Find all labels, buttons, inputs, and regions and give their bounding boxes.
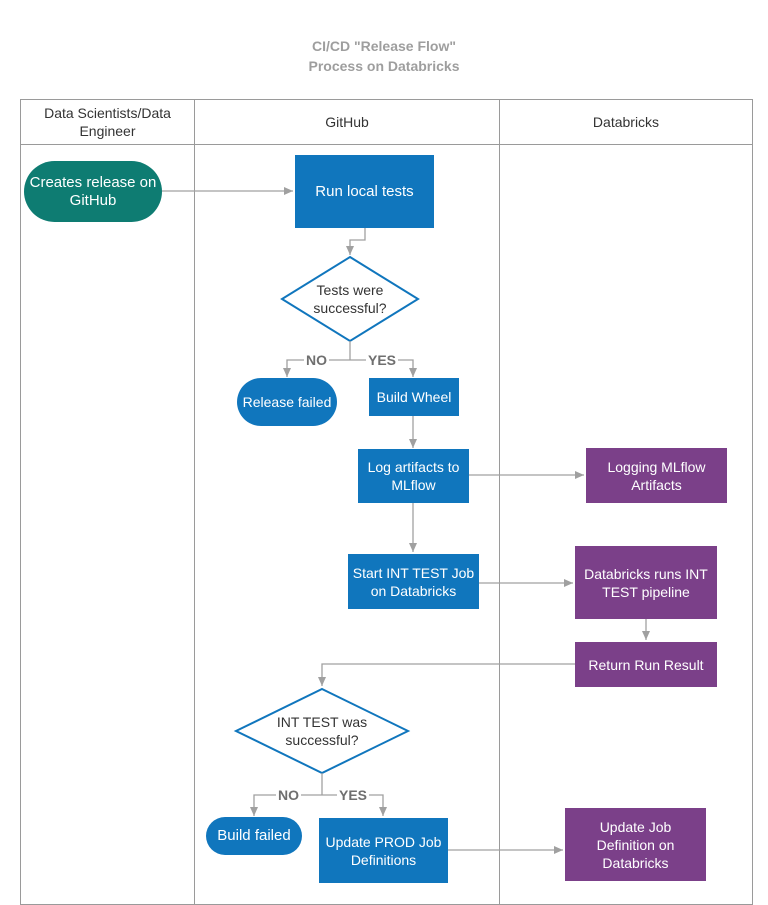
build-failed-node: Build failed bbox=[206, 817, 302, 855]
release-failed-node: Release failed bbox=[237, 378, 337, 426]
edge-label-no-2: NO bbox=[276, 787, 301, 803]
return-run-result-node: Return Run Result bbox=[575, 642, 717, 687]
lane-header-scientists: Data Scientists/Data Engineer bbox=[44, 104, 171, 139]
create-release-node: Creates release on GitHub bbox=[24, 161, 162, 222]
lane-header-databricks: Databricks bbox=[592, 113, 660, 130]
start-int-test-node: Start INT TEST Job on Databricks bbox=[348, 554, 479, 609]
int-test-successful-label: INT TEST was successful? bbox=[276, 714, 368, 748]
logging-mlflow-node: Logging MLflow Artifacts bbox=[586, 448, 727, 503]
diagram-title-line1: CI/CD "Release Flow" bbox=[312, 38, 456, 54]
diagram-title-line2: Process on Databricks bbox=[308, 58, 460, 74]
build-wheel-node: Build Wheel bbox=[369, 378, 459, 416]
edge-label-yes-1: YES bbox=[366, 352, 399, 368]
update-prod-node: Update PROD Job Definitions bbox=[319, 818, 448, 883]
edge-result-to-decision2 bbox=[318, 663, 575, 686]
databricks-runs-node: Databricks runs INT TEST pipeline bbox=[575, 546, 717, 619]
edge-runtests-to-decision bbox=[346, 228, 366, 255]
log-artifacts-node: Log artifacts to MLflow bbox=[358, 449, 469, 503]
lane-header-github: GitHub bbox=[325, 113, 369, 130]
tests-successful-label: Tests were successful? bbox=[313, 282, 387, 316]
edge-decision1-no bbox=[283, 359, 350, 377]
edge-label-no-1: NO bbox=[304, 352, 329, 368]
edge-label-yes-2: YES bbox=[337, 787, 370, 803]
update-job-def-node: Update Job Definition on Databricks bbox=[565, 808, 706, 881]
run-local-tests-node: Run local tests bbox=[295, 155, 434, 228]
